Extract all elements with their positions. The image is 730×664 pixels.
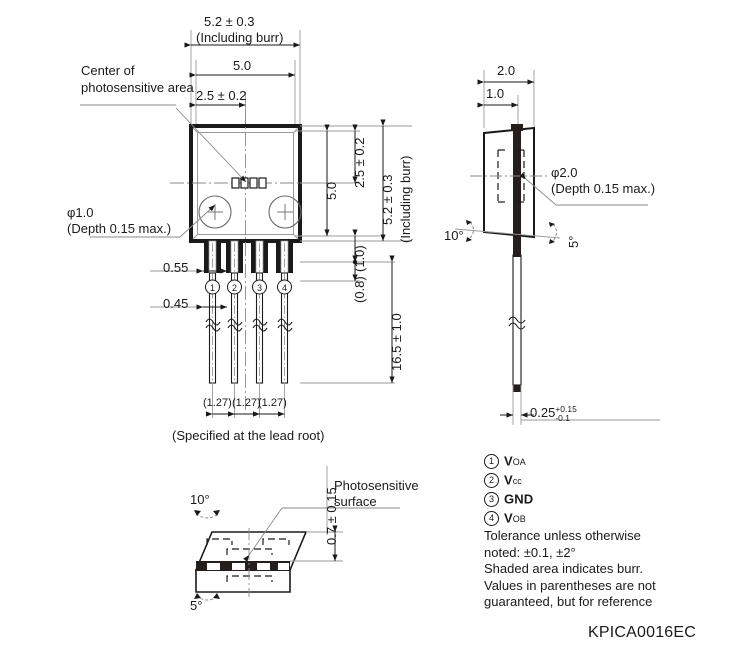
svg-text:3: 3 xyxy=(257,283,262,293)
pin-legend-item-3: 3 GND xyxy=(484,490,533,509)
bottom-photosensitive-elements xyxy=(207,563,289,570)
dim-lead-width-bottom-label: 0.45 xyxy=(163,296,189,311)
side-break-2 xyxy=(508,322,526,330)
pin-name-3: GND xyxy=(504,491,534,507)
dim-surface-height xyxy=(290,466,343,562)
leader-center-photosensitive xyxy=(80,104,247,183)
callout-center-line2: photosensitive area xyxy=(81,80,194,95)
svg-text:1: 1 xyxy=(210,283,215,293)
tolerance-notes: Tolerance unless otherwise noted: ±0.1, … xyxy=(484,528,656,609)
dim-vert-front xyxy=(324,119,395,383)
bottom-front-face xyxy=(195,569,291,593)
dim-height-burr-label: 5.2 ± 0.3 xyxy=(380,174,395,225)
dim-side-offset-label: 1.0 xyxy=(486,86,505,101)
dim-pitch-1: (1.27) xyxy=(203,397,232,409)
dim-lead-length-label: 16.5 ± 1.0 xyxy=(389,313,404,371)
leader-hole-phi2 xyxy=(519,172,648,206)
part-number: KPICA0016EC xyxy=(588,624,697,641)
dim-lead-thickness xyxy=(500,385,660,425)
dim-width-burr-note: (Including burr) xyxy=(196,30,284,45)
side-body-outline xyxy=(483,126,535,239)
dim-height-center-label: 2.5 ± 0.2 xyxy=(352,137,367,188)
side-angle-left-label: 10° xyxy=(444,228,464,243)
pin-sub-4: OB xyxy=(512,514,526,524)
dim-ref-0-8-label: (0.8) xyxy=(352,276,367,303)
bottom-angle-bottom-label: 5° xyxy=(190,598,203,613)
dim-lead-tol-minus: -0.1 xyxy=(555,412,570,423)
front-center-lines xyxy=(170,110,330,410)
leads-group: 1 2 xyxy=(204,240,293,384)
callout-hole-phi1-line2: (Depth 0.15 max.) xyxy=(67,221,172,236)
side-angle-right-label: 5° xyxy=(566,235,581,248)
pitch-note: (Specified at the lead root) xyxy=(172,428,325,443)
pin-number-4: 4 xyxy=(484,511,499,527)
side-view xyxy=(454,70,660,425)
dim-height-label: 5.0 xyxy=(324,181,339,200)
dim-lead-widths xyxy=(150,268,227,310)
pin-sub-1: OA xyxy=(512,457,526,467)
pin-name-4: V xyxy=(504,510,513,526)
photosensitive-elements xyxy=(231,177,267,189)
front-view: 1 2 xyxy=(80,30,412,418)
pin-name-2: V xyxy=(504,472,513,488)
dim-ref-1-0-label: (1.0) xyxy=(352,245,367,272)
dim-lead-tol-plus: +0.15 xyxy=(555,404,577,415)
pin-number-2: 2 xyxy=(484,473,499,489)
side-burr-top xyxy=(511,124,523,131)
dim-pitch-2: (1.27) xyxy=(232,397,261,409)
bottom-draft-angles xyxy=(194,510,220,601)
lead-4: 4 xyxy=(276,240,293,384)
svg-text:4: 4 xyxy=(282,283,287,293)
dim-side-depth-label: 2.0 xyxy=(497,63,516,78)
side-lead-root xyxy=(513,237,521,257)
pin-number-3: 3 xyxy=(484,492,499,508)
dim-width-label: 5.0 xyxy=(233,58,252,73)
dim-lead-thickness-value: 0.25 xyxy=(530,405,556,420)
dim-lead-thickness-label: 0.25+0.15-0.1 xyxy=(530,405,577,422)
callout-hole-phi2-line1: φ2.0 xyxy=(551,165,578,180)
dim-pitch-3: (1.27) xyxy=(258,397,287,409)
bottom-hidden-detail xyxy=(206,538,290,582)
side-burr-shade xyxy=(513,128,521,238)
pin-sub-2: cc xyxy=(512,476,522,486)
lead-2: 2 xyxy=(226,240,243,384)
lead-1: 1 xyxy=(204,240,221,384)
side-break-1 xyxy=(508,316,526,324)
callout-hole-phi1-line1: φ1.0 xyxy=(67,205,94,220)
callout-surface-line2: surface xyxy=(334,494,377,509)
mounting-holes xyxy=(198,195,302,229)
dim-center-x-label: 2.5 ± 0.2 xyxy=(196,88,247,103)
dim-lead-width-top-label: 0.55 xyxy=(163,260,189,275)
leader-photosensitive-surface xyxy=(243,507,400,562)
lead-3: 3 xyxy=(251,240,268,384)
bottom-angle-top-label: 10° xyxy=(190,492,210,507)
callout-center-line1: Center of xyxy=(81,63,135,78)
leader-hole-phi1 xyxy=(90,204,216,238)
svg-text:2: 2 xyxy=(232,283,237,293)
package-outline xyxy=(189,124,302,243)
bottom-view xyxy=(194,466,400,601)
dim-lead-pitch xyxy=(206,383,285,418)
pin-number-1: 1 xyxy=(484,454,499,470)
callout-surface-line1: Photosensitive xyxy=(334,478,419,493)
pin-name-1: V xyxy=(504,453,513,469)
side-draft-angles xyxy=(454,220,561,244)
callout-hole-phi2-line2: (Depth 0.15 max.) xyxy=(551,181,656,196)
dim-width-burr-label: 5.2 ± 0.3 xyxy=(204,14,255,29)
dim-height-burr-note: (Including burr) xyxy=(398,155,413,243)
